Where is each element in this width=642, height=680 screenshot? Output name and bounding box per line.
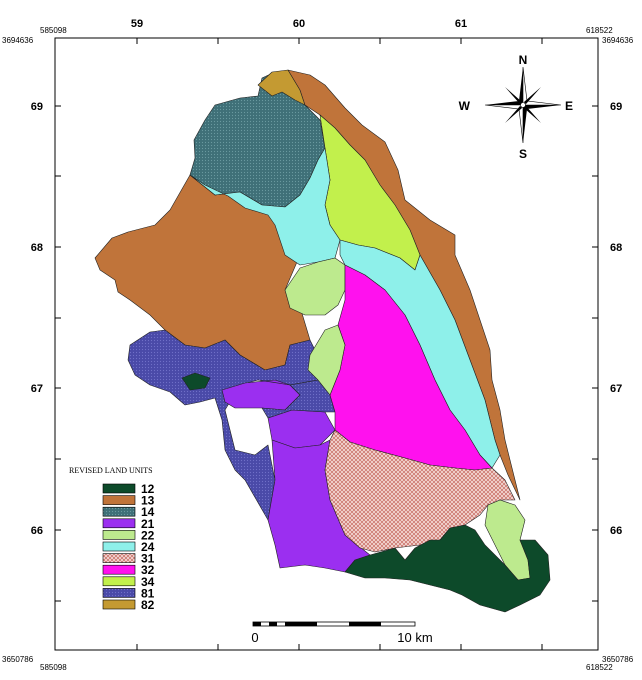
compass-rose-icon: N S E W [459,53,573,161]
legend-swatch-81 [102,588,136,598]
y-tick-label-left: 68 [31,242,43,254]
land-unit-24-west [189,147,341,266]
legend-label-21: 21 [141,517,155,531]
scale-end-label: 10 km [397,630,432,645]
land-unit-31 [324,429,516,553]
corner-bottom-right-x: 618522 [586,663,613,672]
legend-label-82: 82 [141,598,155,612]
land-unit-polygons [94,69,551,613]
compass-west-label: W [459,99,471,113]
legend-swatch-21 [102,518,136,529]
corner-bottom-left-y: 3650786 [2,655,34,664]
corner-bottom-left-x: 585098 [40,663,67,672]
x-tick-label: 61 [455,18,467,30]
legend-swatch-13 [102,495,136,505]
legend-label-13: 13 [141,494,155,508]
corner-top-left-y: 3694636 [2,36,34,45]
corner-top-right-x: 618522 [586,26,613,35]
land-unit-81-mid [257,379,336,419]
land-unit-81-west [127,329,321,521]
corner-top-right-y: 3694636 [602,36,634,45]
y-tick-label-right: 66 [610,525,622,537]
y-tick-label-right: 67 [610,383,622,395]
legend-label-12: 12 [141,482,155,496]
frame-ticks [55,38,598,650]
legend-label-31: 31 [141,552,155,566]
legend-swatch-82 [102,599,136,610]
legend-label-81: 81 [141,586,155,600]
y-tick-label-left: 69 [31,101,43,113]
legend-label-32: 32 [141,563,155,577]
compass-south-label: S [519,147,527,161]
scale-start-label: 0 [251,630,258,645]
compass-north-label: N [519,53,528,67]
x-tick-label: 59 [131,18,143,30]
legend-title: REVISED LAND UNITS [69,466,153,475]
scale-bar: 0 10 km [251,621,433,645]
legend-label-34: 34 [141,575,155,589]
legend-swatch-12 [102,483,136,494]
legend-swatch-22 [102,530,136,540]
corner-top-left-x: 585098 [40,26,67,35]
legend-label-24: 24 [141,540,155,554]
y-tick-label-left: 67 [31,383,43,395]
legend-swatch-14 [102,506,136,517]
x-tick-label: 60 [293,18,305,30]
corner-bottom-right-y: 3650786 [602,655,634,664]
y-tick-label-right: 68 [610,242,622,254]
legend-label-14: 14 [141,505,155,519]
legend-swatch-24 [102,541,136,552]
land-unit-22-mid [307,324,346,396]
legend: REVISED LAND UNITS 121314212224313234818… [69,466,155,612]
y-tick-label-right: 69 [610,101,622,113]
land-unit-12-south [344,524,551,613]
y-tick-label-left: 66 [31,525,43,537]
legend-swatch-34 [102,576,136,587]
compass-east-label: E [565,99,573,113]
legend-label-22: 22 [141,528,155,542]
land-unit-12-west [181,372,211,391]
legend-swatch-31 [102,553,136,563]
legend-swatch-32 [102,564,136,575]
